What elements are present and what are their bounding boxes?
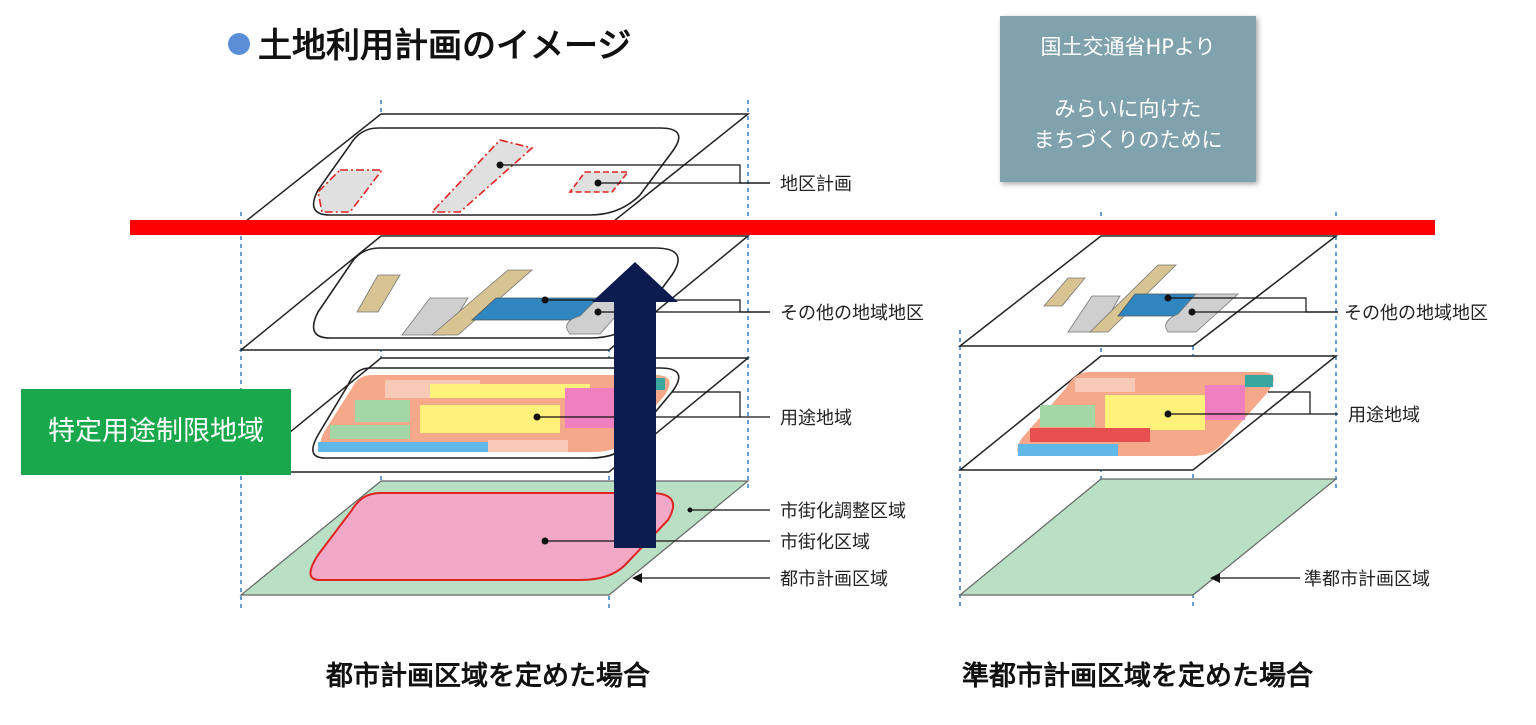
left-use-zone-pink	[565, 388, 620, 428]
right-other-zone-gray-2	[1165, 293, 1240, 333]
source-note-line-2: みらいに向けた	[1054, 97, 1202, 121]
right-diagram-caption: 準都市計画区域を定めた場合	[962, 661, 1313, 692]
page-title-text: 土地利用計画のイメージ	[258, 26, 632, 66]
left-label-urbanization-control: 市街化調整区域	[780, 501, 906, 522]
right-use-zone-red	[1030, 428, 1150, 442]
left-label-city-planning-area: 都市計画区域	[780, 569, 888, 590]
source-note-box: 国土交通省HPより みらいに向けた まちづくりのために	[1000, 16, 1256, 182]
left-use-leader-2	[672, 391, 741, 417]
right-quasi-city-plane	[958, 478, 1338, 596]
left-other-zone-tan-1	[356, 274, 401, 313]
right-use-zone-green	[1040, 405, 1095, 427]
right-label-other-districts: その他の地域地区	[1344, 303, 1488, 324]
bullet-dot-icon	[228, 33, 250, 55]
right-label-quasi-city-planning-area: 準都市計画区域	[1304, 569, 1430, 590]
specific-use-restriction-label: 特定用途制限地域	[21, 389, 291, 475]
right-quasi-arrowhead-icon	[1210, 573, 1220, 583]
left-other-zone-tan-2	[430, 269, 534, 336]
right-use-zone-blue	[1018, 444, 1118, 456]
left-layer-other-districts: その他の地域地区	[238, 235, 924, 351]
page-title: 土地利用計画のイメージ	[228, 18, 631, 67]
source-note-line-1: 国土交通省HPより	[1040, 35, 1216, 59]
left-label-urbanization-promotion: 市街化区域	[780, 532, 870, 553]
left-label-district-plan: 地区計画	[780, 174, 852, 195]
left-district-zone-1	[317, 169, 384, 213]
left-use-zone-green-2	[330, 425, 410, 439]
right-use-zone-commercial	[1105, 395, 1205, 430]
right-other-zone-tan-1	[1043, 277, 1086, 307]
left-use-zone-residential-2	[488, 440, 568, 452]
right-use-zone-pink	[1205, 385, 1245, 420]
left-layer-district-plan: 地区計画	[238, 113, 852, 226]
left-district-plan-outline	[312, 127, 680, 216]
source-note-line-3: まちづくりのために	[1033, 128, 1223, 152]
left-label-use-districts: 用途地域	[780, 408, 852, 429]
left-label-other-districts: その他の地域地区	[780, 303, 924, 324]
left-use-districts-outline	[312, 367, 680, 459]
right-layer-quasi-city-planning-area: 準都市計画区域	[958, 478, 1430, 596]
right-label-use-districts: 用途地域	[1348, 405, 1420, 426]
left-district-zone-2	[430, 139, 534, 213]
right-layer-use-districts: 用途地域	[957, 355, 1420, 471]
left-use-zone-commercial-2	[430, 384, 590, 398]
right-use-leader-2	[1268, 391, 1311, 414]
left-use-zone-green-1	[355, 400, 410, 422]
upward-arrow-icon	[592, 262, 678, 548]
right-layer-other-districts: その他の地域地区	[957, 235, 1488, 347]
right-use-zone-residential	[1075, 378, 1135, 392]
left-layer-city-planning-area: 市街化調整区域 市街化区域 都市計画区域	[239, 480, 906, 596]
left-layer-use-districts: 用途地域	[238, 357, 852, 473]
left-diagram-caption: 都市計画区域を定めた場合	[326, 661, 650, 692]
red-divider-bar	[130, 220, 1435, 235]
left-use-zone-blue	[318, 442, 488, 452]
right-use-zone-teal	[1245, 375, 1273, 387]
left-other-districts-outline	[312, 247, 679, 339]
left-urbanization-area-shape	[309, 492, 674, 581]
left-city-area-arrowhead-icon	[632, 573, 642, 583]
